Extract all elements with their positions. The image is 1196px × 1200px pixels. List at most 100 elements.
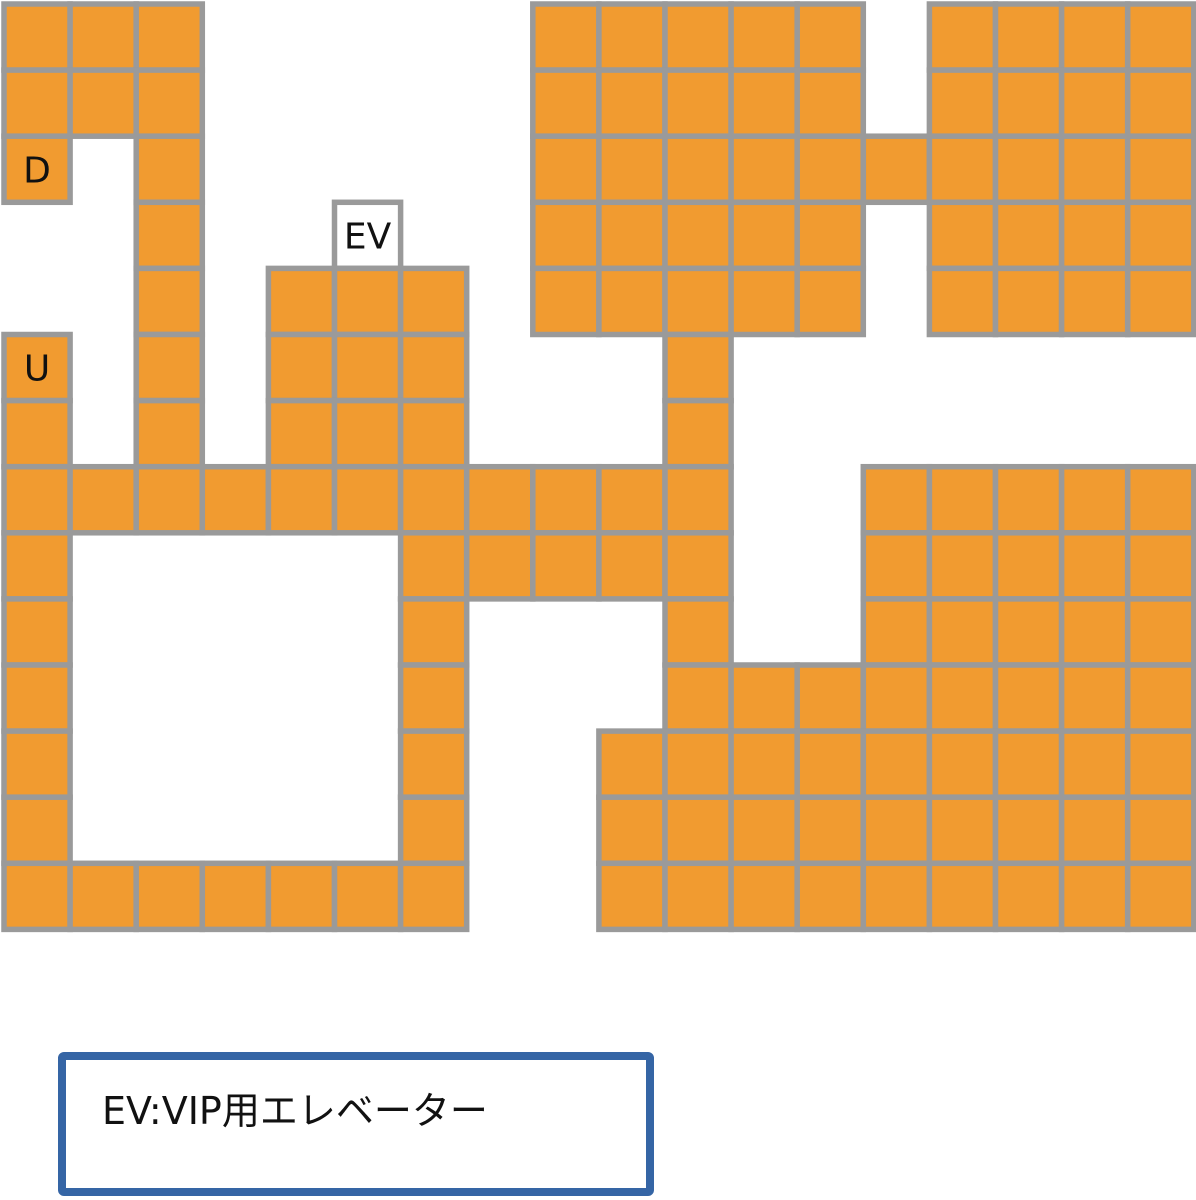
floor-cell (1124, 860, 1196, 933)
floor-cell (662, 860, 734, 933)
floor-cell (397, 331, 470, 404)
floor-cell (926, 662, 999, 734)
floor-cell (1124, 596, 1196, 668)
floor-cell (992, 794, 1065, 867)
floor-cell (133, 331, 206, 404)
floor-cell (1124, 463, 1196, 536)
floor-cell (1058, 265, 1131, 338)
floor-cell (596, 794, 668, 867)
floor-cell (596, 265, 668, 338)
floor-cell (1, 596, 73, 668)
floor-cell (1058, 596, 1131, 668)
floor-cell (265, 265, 338, 338)
floor-cell (1058, 1, 1131, 73)
floor-cell (463, 463, 536, 536)
floor-cell (331, 331, 404, 404)
floor-cell (794, 794, 867, 867)
floor-cell (794, 265, 867, 338)
floor-cell (1, 728, 73, 800)
floor-cell (662, 596, 734, 668)
floor-cell (926, 596, 999, 668)
floor-cell (331, 463, 404, 536)
floor-cell (728, 794, 800, 867)
floor-cell (728, 662, 800, 734)
floor-cell (992, 860, 1065, 933)
floor-cell (530, 265, 602, 338)
floor-cell (530, 133, 602, 206)
floor-cell (728, 199, 800, 272)
floor-cell (794, 662, 867, 734)
floor-cell (530, 199, 602, 272)
floor-cell (926, 530, 999, 602)
floor-cell (662, 794, 734, 867)
floor-cell (794, 199, 867, 272)
floor-cell (397, 794, 470, 867)
floor-cell (265, 860, 338, 933)
floor-cell (662, 67, 734, 139)
floor-cell (662, 397, 734, 470)
floor-cell (133, 1, 206, 73)
floor-cell (265, 463, 338, 536)
floor-cell (860, 530, 933, 602)
floor-cell (794, 133, 867, 206)
floor-cell (1, 662, 73, 734)
floor-cell (1124, 199, 1196, 272)
floor-cell (926, 728, 999, 800)
floor-cell (662, 331, 734, 404)
floor-cell (992, 662, 1065, 734)
floor-cell (596, 1, 668, 73)
floor-cell (1124, 728, 1196, 800)
floor-cell (662, 265, 734, 338)
floor-cell (662, 662, 734, 734)
floor-cell (397, 530, 470, 602)
floor-cell (728, 67, 800, 139)
floor-cell (67, 463, 139, 536)
floor-cell (728, 860, 800, 933)
floor-cell (728, 728, 800, 800)
legend-box: EV:VIP用エレベーター (58, 1052, 654, 1196)
floor-cell (1, 794, 73, 867)
floor-cell (331, 265, 404, 338)
floor-cell (992, 530, 1065, 602)
floor-cell (860, 596, 933, 668)
floor-cell (133, 67, 206, 139)
floor-cell (1, 1, 73, 73)
floor-cell (67, 67, 139, 139)
floor-cell (133, 133, 206, 206)
floor-cell (530, 463, 602, 536)
floor-cell (530, 67, 602, 139)
floor-cell (992, 67, 1065, 139)
floor-cell (926, 463, 999, 536)
floor-cell (926, 199, 999, 272)
floor-cell (926, 67, 999, 139)
stairs-down-label: D (23, 150, 51, 191)
floor-cell (926, 265, 999, 338)
floor-cell (926, 133, 999, 206)
floor-cell (860, 794, 933, 867)
floor-cell (133, 265, 206, 338)
floor-cell (1058, 67, 1131, 139)
floor-cell (67, 1, 139, 73)
floor-cell (199, 860, 272, 933)
floor-cell (860, 463, 933, 536)
floor-cell (794, 728, 867, 800)
floor-cell (596, 133, 668, 206)
floor-cell (1124, 133, 1196, 206)
floor-cell (397, 596, 470, 668)
floor-cell (1058, 662, 1131, 734)
floor-cell (992, 596, 1065, 668)
floor-cell (463, 530, 536, 602)
stairs-down-cell (1, 133, 73, 206)
floor-cell (662, 463, 734, 536)
floor-cell (265, 331, 338, 404)
floor-cell (1, 397, 73, 470)
elevator-label: EV (344, 216, 392, 257)
floor-cell (1058, 133, 1131, 206)
floor-cell (992, 199, 1065, 272)
floor-cell (860, 728, 933, 800)
floor-cell (397, 662, 470, 734)
floor-cell (992, 265, 1065, 338)
floor-cell (662, 530, 734, 602)
floor-cell (1058, 794, 1131, 867)
